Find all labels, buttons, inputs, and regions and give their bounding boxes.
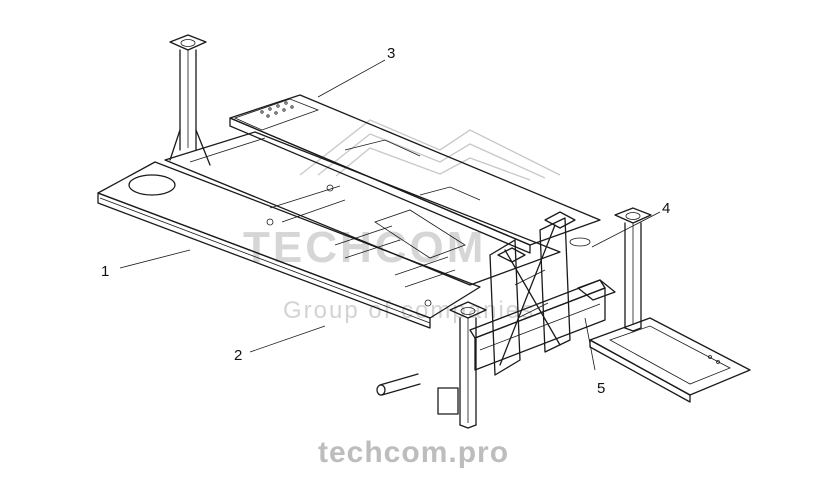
right-platform xyxy=(229,94,601,254)
rear-frame xyxy=(164,131,561,307)
footer-watermark: techcom.pro xyxy=(318,436,509,469)
left-rear-post xyxy=(169,34,211,166)
front-crossbeam xyxy=(437,279,606,415)
front-right-post xyxy=(614,207,652,332)
callout-5: 5 xyxy=(597,380,605,397)
platform-holes xyxy=(260,101,294,118)
air-pipe xyxy=(376,373,421,396)
left-platform xyxy=(97,161,481,329)
callout-3: 3 xyxy=(387,45,395,62)
callout-1: 1 xyxy=(101,263,109,280)
callout-4: 4 xyxy=(662,200,670,217)
front-left-post xyxy=(449,301,487,429)
watermark-brand: TECHCOM xyxy=(243,223,486,272)
jack-mechanism xyxy=(489,211,591,376)
callout-2: 2 xyxy=(234,347,242,364)
leader-lines xyxy=(119,59,661,371)
watermark-roof-logo xyxy=(299,119,561,181)
